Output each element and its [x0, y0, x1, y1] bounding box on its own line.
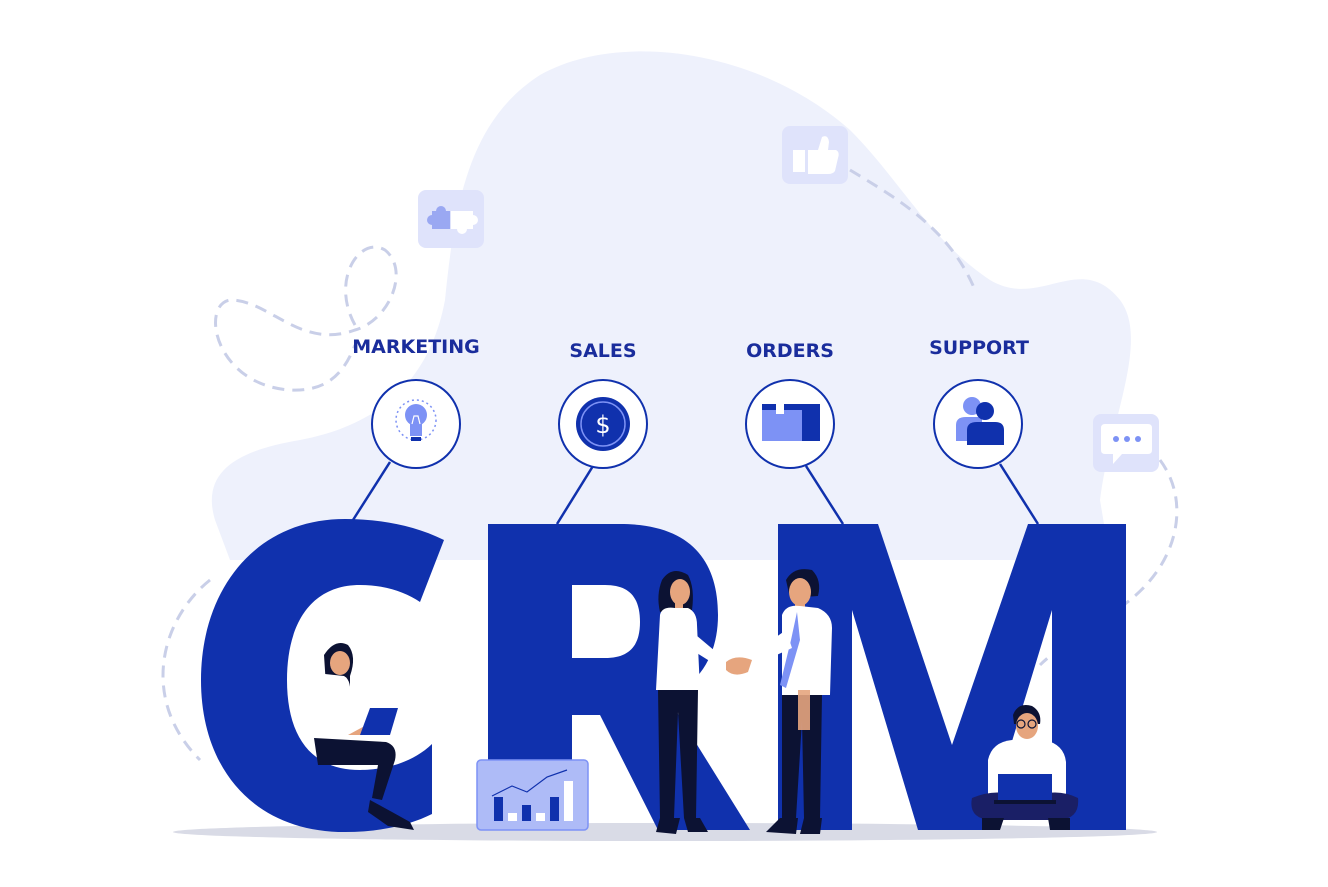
puzzle-icon — [418, 190, 484, 248]
chart-bar — [522, 805, 531, 821]
letter-m — [778, 524, 1126, 830]
businessman — [726, 569, 832, 834]
woman-with-laptop — [312, 642, 414, 830]
man-with-laptop — [971, 705, 1079, 830]
chart-bar — [508, 813, 517, 821]
category-circle-support — [933, 379, 1023, 469]
connector-lines — [351, 461, 1040, 525]
label-support: SUPPORT — [929, 337, 1029, 359]
chart-bar — [564, 781, 573, 821]
chat-bubble-icon — [1093, 414, 1159, 472]
glasses-icon — [1016, 719, 1037, 729]
businesswoman — [656, 571, 728, 834]
background-blob — [211, 51, 1131, 560]
users-icon — [956, 397, 1004, 445]
dashed-lines — [161, 168, 1179, 762]
chart-bar — [494, 797, 503, 821]
mini-bar-chart — [476, 759, 589, 831]
dollar-coin-icon: $ — [576, 397, 630, 451]
lightbulb-icon — [395, 399, 437, 441]
chart-bar — [550, 797, 559, 821]
chart-trend-line — [491, 769, 568, 797]
label-sales: SALES — [569, 340, 637, 362]
category-circle-orders — [745, 379, 835, 469]
letter-c — [201, 519, 444, 832]
label-orders: ORDERS — [746, 340, 834, 362]
category-circle-sales: $ — [558, 379, 648, 469]
svg-text:$: $ — [595, 411, 610, 439]
label-marketing: MARKETING — [352, 336, 480, 358]
thumbs-up-icon — [782, 126, 848, 184]
category-circle-marketing — [371, 379, 461, 469]
chart-bar — [536, 813, 545, 821]
box-icon — [762, 404, 820, 441]
